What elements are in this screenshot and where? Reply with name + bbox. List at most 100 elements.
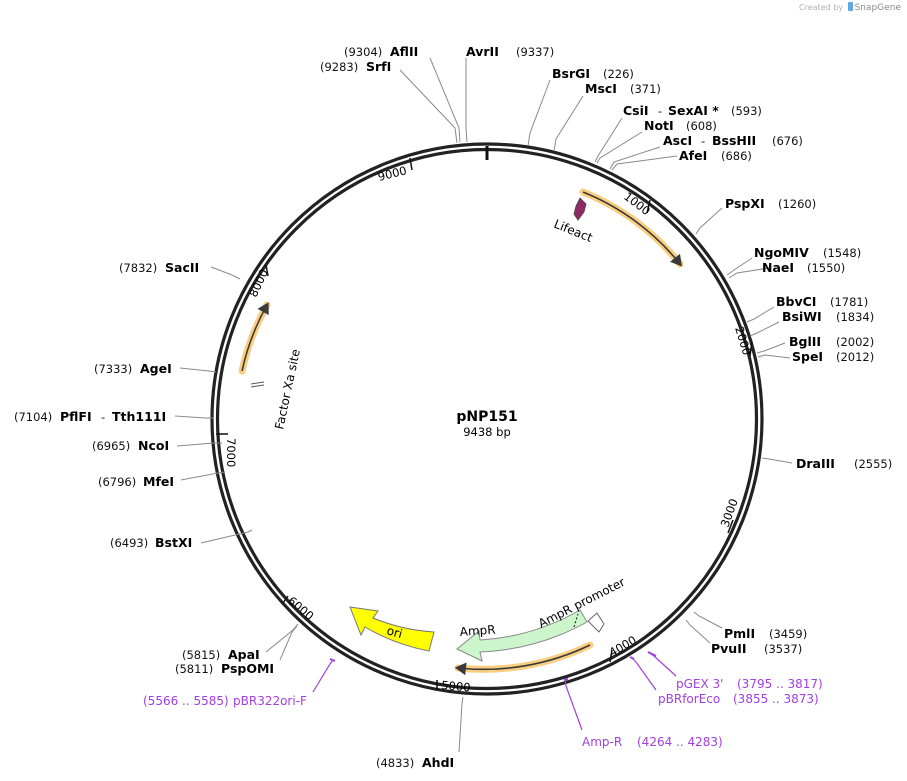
svg-text:AflII: AflII [390, 44, 418, 59]
svg-text:(608): (608) [686, 119, 717, 133]
svg-text:Tth111I: Tth111I [112, 409, 166, 424]
site-labels: (9304) AflII (9283) SrfI AvrII (9337) Bs… [14, 44, 892, 770]
primer-pgex-3[interactable]: pGEX 3' (3795 .. 3817) [647, 651, 823, 691]
svg-text:DraIII: DraIII [796, 456, 835, 471]
snapgene-watermark: Created by SnapGene [799, 2, 901, 13]
site-bsiwi[interactable]: BsiWI (1834) [782, 309, 874, 324]
svg-text:(6965): (6965) [92, 439, 130, 453]
svg-text:(4833): (4833) [376, 756, 414, 770]
svg-text:SacII: SacII [165, 260, 199, 275]
site-pmli[interactable]: PmlI (3459) [724, 626, 807, 641]
svg-text:pBR322ori-F: pBR322ori-F [233, 694, 307, 708]
tick-label-3000: 3000 [718, 497, 741, 529]
orf-factor-xa[interactable] [238, 301, 271, 375]
svg-text:pGEX 3': pGEX 3' [676, 677, 723, 691]
tick-label-2000: 2000 [732, 325, 754, 357]
site-ngomiv[interactable]: NgoMIV (1548) [754, 245, 861, 260]
feature-factor-xa-site[interactable]: Factor Xa site [250, 348, 303, 431]
svg-text:(7832): (7832) [119, 261, 157, 275]
feature-label-factor-xa: Factor Xa site [272, 348, 303, 431]
svg-text:(3855 .. 3873): (3855 .. 3873) [733, 692, 819, 706]
site-srfi[interactable]: (9283) SrfI [320, 59, 391, 74]
svg-text:BbvCI: BbvCI [776, 294, 816, 309]
site-draiii[interactable]: DraIII (2555) [796, 456, 892, 471]
svg-text:BglII: BglII [789, 334, 821, 349]
site-agei[interactable]: (7333) AgeI [94, 361, 172, 376]
svg-text:NcoI: NcoI [138, 438, 169, 453]
tick-label-6000: 6000 [285, 594, 316, 624]
site-bsrgi[interactable]: BsrGI (226) [552, 66, 634, 81]
tick-label-7000: 7000 [224, 438, 238, 467]
svg-text:(2002): (2002) [836, 335, 874, 349]
svg-text:BstXI: BstXI [155, 535, 192, 550]
site-sacii[interactable]: (7832) SacII [119, 260, 199, 275]
site-aflii[interactable]: (9304) AflII [344, 44, 418, 59]
svg-text:(4264 .. 4283): (4264 .. 4283) [637, 735, 723, 749]
watermark-brand: SnapGene [854, 3, 901, 13]
tick-label-9000: 9000 [376, 163, 408, 184]
svg-text:ApaI: ApaI [228, 647, 260, 662]
svg-text:(9283): (9283) [320, 60, 358, 74]
site-naei[interactable]: NaeI (1550) [762, 260, 845, 275]
site-ncoi[interactable]: (6965) NcoI [92, 438, 169, 453]
svg-text:AscI: AscI [663, 133, 692, 148]
orf-ampr[interactable] [454, 641, 594, 676]
site-apai[interactable]: (5815) ApaI [182, 647, 260, 662]
snapgene-logo-icon [847, 2, 853, 11]
svg-text:(7104): (7104) [14, 410, 52, 424]
svg-text:pBRforEco: pBRforEco [658, 692, 720, 706]
svg-text:(9337): (9337) [516, 45, 554, 59]
site-bglii[interactable]: BglII (2002) [789, 334, 874, 349]
feature-label-ampr: AmpR [459, 623, 496, 639]
svg-text:NotI: NotI [644, 118, 674, 133]
svg-text:(1781): (1781) [830, 295, 868, 309]
site-csii-sexai[interactable]: CsiI - SexAI * (593) [623, 103, 762, 118]
orf-lifeact[interactable] [579, 188, 684, 268]
svg-text:(6493): (6493) [110, 536, 148, 550]
svg-text:-: - [701, 134, 705, 148]
primer-pbrforeco[interactable]: pBRforEco (3855 .. 3873) [629, 656, 819, 706]
svg-text:SrfI: SrfI [366, 59, 391, 74]
watermark-created-by: Created by [799, 3, 844, 12]
site-pflfi-tth111i[interactable]: (7104) PflFI - Tth111I [14, 409, 166, 424]
site-mfei[interactable]: (6796) MfeI [98, 474, 174, 489]
svg-text:SpeI: SpeI [792, 349, 823, 364]
site-leaders [174, 57, 793, 753]
feature-label-ori: ori [385, 623, 404, 641]
feature-ampr[interactable]: AmpR [456, 609, 588, 662]
site-noti[interactable]: NotI (608) [644, 118, 717, 133]
svg-text:(2555): (2555) [854, 457, 892, 471]
svg-text:AfeI: AfeI [679, 148, 707, 163]
svg-text:-: - [658, 104, 662, 118]
site-avrii[interactable]: AvrII (9337) [466, 44, 554, 59]
site-ahdi[interactable]: (4833) AhdI [376, 755, 454, 770]
svg-text:PspOMI: PspOMI [221, 661, 274, 676]
svg-text:(676): (676) [772, 134, 803, 148]
site-bbvci[interactable]: BbvCI (1781) [776, 294, 868, 309]
svg-text:(1548): (1548) [823, 246, 861, 260]
site-spei[interactable]: SpeI (2012) [792, 349, 874, 364]
svg-text:Amp-R: Amp-R [582, 735, 622, 749]
svg-text:(686): (686) [721, 149, 752, 163]
svg-text:AhdI: AhdI [422, 755, 454, 770]
svg-text:BsiWI: BsiWI [782, 309, 822, 324]
site-asci-bsshii[interactable]: AscI - BssHII (676) [663, 133, 803, 148]
primer-amp-r[interactable]: Amp-R (4264 .. 4283) [563, 678, 723, 749]
svg-text:-: - [101, 410, 105, 424]
site-pvuii[interactable]: PvuII (3537) [711, 641, 802, 656]
site-pspomi[interactable]: (5811) PspOMI [175, 661, 274, 676]
primer-pbr322ori-f[interactable]: (5566 .. 5585) pBR322ori-F [143, 658, 336, 708]
tick-label-8000: 8000 [246, 267, 271, 299]
site-pspxi[interactable]: PspXI (1260) [725, 196, 816, 211]
site-msci[interactable]: MscI (371) [585, 81, 661, 96]
feature-lifeact[interactable]: Lifeact [552, 197, 595, 245]
site-afei[interactable]: AfeI (686) [679, 148, 752, 163]
site-bstxi[interactable]: (6493) BstXI [110, 535, 192, 550]
tick-label-5000: 5000 [441, 678, 471, 694]
feature-ori[interactable]: ori [349, 606, 435, 652]
svg-text:(593): (593) [731, 104, 762, 118]
plasmid-name: pNP151 [456, 409, 517, 425]
svg-text:(5815): (5815) [182, 648, 220, 662]
svg-text:(7333): (7333) [94, 362, 132, 376]
svg-text:(2012): (2012) [836, 350, 874, 364]
